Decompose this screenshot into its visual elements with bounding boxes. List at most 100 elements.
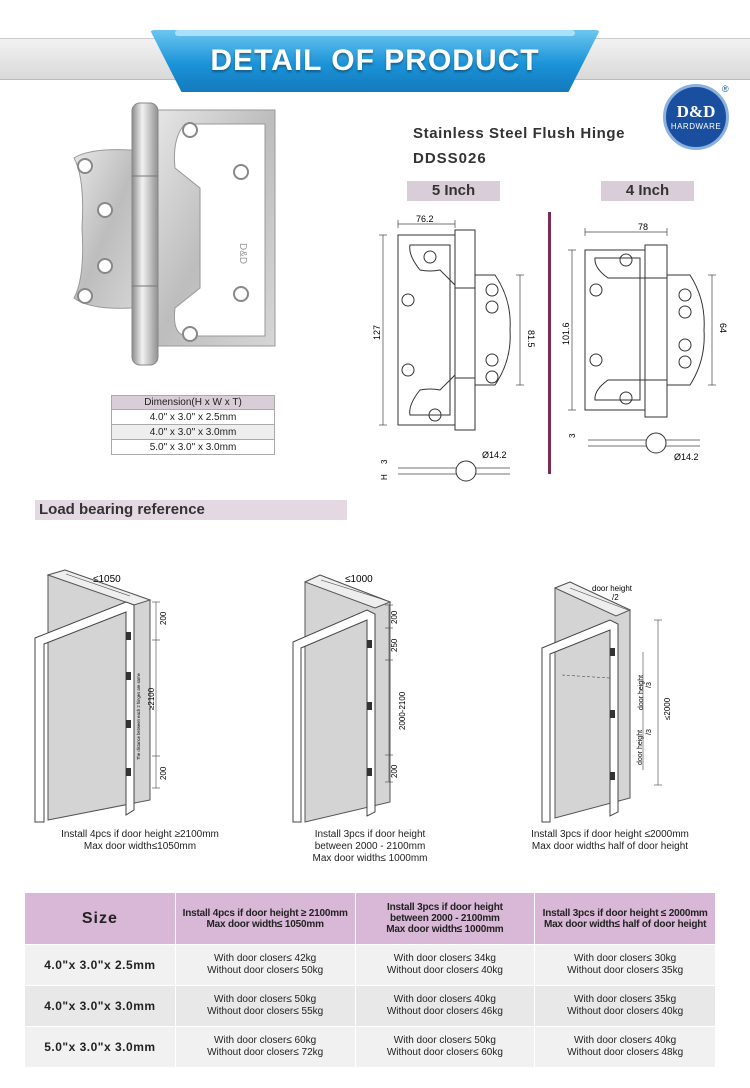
door2-caption-line: Max door width≤ 1000mm — [312, 853, 428, 864]
table-row: 4.0"x 3.0"x 3.0mm With door closer≤ 50kg… — [24, 985, 716, 1027]
door1-dim-top: 200 — [159, 611, 168, 625]
door2-width: ≤1000 — [345, 574, 373, 585]
header-line: Max door width≤ 1000mm — [386, 924, 504, 935]
without-closer: Without door closer≤ 55kg — [207, 1006, 324, 1017]
drawing-5-inch: 76.2 127 81.5 3 H Ø14.2 — [372, 214, 536, 482]
logo-subtext: HARDWARE — [670, 122, 722, 131]
without-closer: Without door closer≤ 48kg — [567, 1047, 684, 1058]
door3-width-top: door height — [592, 584, 633, 593]
door2-dim-a: 200 — [390, 610, 399, 624]
size-cell: 4.0"x 3.0"x 2.5mm — [24, 944, 176, 986]
door3-caption: Install 3pcs if door height ≤2000mm Max … — [510, 829, 710, 853]
door1-caption-line: Install 4pcs if door height ≥2100mm — [61, 829, 219, 840]
table-row: 5.0"x 3.0"x 3.0mm With door closer≤ 60kg… — [24, 1026, 716, 1068]
door-diagram-3: door height /2 door height /3 door heigh… — [541, 581, 672, 823]
dimension-row: 4.0" x 3.0" x 3.0mm — [111, 424, 275, 440]
hinge-inner-leaf — [73, 149, 143, 309]
size-cell: 5.0"x 3.0"x 3.0mm — [24, 1026, 176, 1068]
door3-caption-line: Install 3pcs if door height ≤2000mm — [531, 829, 689, 840]
logo-text: D&D — [676, 102, 716, 121]
door3-width-bottom: /2 — [612, 593, 619, 602]
dim-4-thickness: 3 — [568, 433, 577, 438]
hinge-brand-mark: D&D — [237, 243, 248, 264]
dim-5-height: 127 — [372, 325, 382, 340]
load-table-header: Install 3pcs if door height between 2000… — [354, 892, 536, 945]
load-table-header-size: Size — [24, 892, 176, 945]
with-closer: With door closer≤ 40kg — [393, 994, 496, 1005]
door3-dim-a-frac: /3 — [646, 682, 653, 688]
door3-dim-b: door height — [637, 730, 644, 765]
dimension-row: 5.0" x 3.0" x 3.0mm — [111, 439, 275, 455]
dimension-table-header: Dimension(H x W x T) — [111, 395, 275, 410]
load-table-header: Install 4pcs if door height ≥ 2100mm Max… — [174, 892, 356, 945]
without-closer: Without door closer≤ 35kg — [567, 965, 684, 976]
with-closer: With door closer≤ 50kg — [393, 1035, 496, 1046]
hinge-outer-leaf — [154, 109, 276, 347]
door1-dim-mid: ≥2100 — [147, 687, 156, 710]
without-closer: Without door closer≤ 40kg — [567, 1006, 684, 1017]
dim-4-width: 78 — [638, 222, 648, 232]
load-table: Size Install 4pcs if door height ≥ 2100m… — [24, 892, 716, 1068]
without-closer: Without door closer≤ 40kg — [386, 965, 503, 976]
dim-5-h-label: H — [380, 474, 389, 480]
door1-note: The distance between each 2 hinges are s… — [136, 672, 141, 760]
hinge-barrel — [131, 102, 159, 366]
drawing-divider — [548, 212, 551, 474]
dim-5-thickness: 3 — [380, 459, 389, 464]
door2-caption-line: Install 3pcs if door height — [314, 829, 426, 840]
with-closer: With door closer≤ 42kg — [214, 953, 317, 964]
door-diagram-2: ≤1000 200 250 2000-2100 200 — [292, 574, 407, 823]
door1-width: ≤1050 — [93, 574, 121, 585]
size-cell: 4.0"x 3.0"x 3.0mm — [24, 985, 176, 1027]
dim-5-knuckle: Ø14.2 — [482, 450, 507, 460]
brand-logo: D&D HARDWARE — [663, 84, 729, 150]
dimension-table: Dimension(H x W x T) 4.0" x 3.0" x 2.5mm… — [111, 395, 275, 455]
with-closer: With door closer≤ 60kg — [214, 1035, 317, 1046]
door2-caption: Install 3pcs if door height between 2000… — [260, 829, 480, 865]
header-line: Install 3pcs if door height — [387, 902, 503, 913]
door3-dim-total: ≤2000 — [663, 697, 672, 720]
without-closer: Without door closer≤ 72kg — [207, 1047, 324, 1058]
page-title: DETAIL OF PRODUCT — [210, 44, 540, 77]
size-tag-5-inch: 5 Inch — [407, 181, 500, 201]
product-code: DDSS026 — [413, 150, 487, 167]
product-name: Stainless Steel Flush Hinge — [413, 125, 626, 142]
dimension-row: 4.0" x 3.0" x 2.5mm — [111, 409, 275, 425]
with-closer: With door closer≤ 50kg — [214, 994, 317, 1005]
title-tab-shine — [175, 30, 575, 36]
door3-dim-a: door height — [638, 675, 645, 710]
header-line: Max door width≤ 1050mm — [206, 918, 324, 930]
hinge-photo: D&D — [73, 102, 276, 366]
dim-4-height: 101.6 — [561, 322, 571, 345]
door2-dim-b: 250 — [390, 638, 399, 652]
door1-caption-line: Max door width≤1050mm — [83, 841, 197, 852]
with-closer: With door closer≤ 40kg — [574, 1035, 677, 1046]
with-closer: With door closer≤ 34kg — [393, 953, 496, 964]
door3-dim-b-frac: /3 — [646, 729, 653, 735]
door1-caption: Install 4pcs if door height ≥2100mm Max … — [20, 829, 260, 853]
with-closer: With door closer≤ 30kg — [574, 953, 677, 964]
dim-4-leaf: 64 — [718, 323, 728, 333]
door-diagram-1: ≤1050 200 ≥2100 200 The distance between… — [34, 569, 168, 823]
dim-4-knuckle: Ø14.2 — [674, 452, 699, 462]
load-table-header: Install 3pcs if door height ≤ 2000mm Max… — [534, 892, 716, 945]
table-row: 4.0"x 3.0"x 2.5mm With door closer≤ 42kg… — [24, 944, 716, 986]
dim-5-width: 76.2 — [416, 214, 434, 224]
header-line: Max door width≤ half of door height — [543, 918, 707, 930]
door3-caption-line: Max door width≤ half of door height — [531, 841, 689, 852]
without-closer: Without door closer≤ 60kg — [386, 1047, 503, 1058]
door2-dim-d: 200 — [390, 764, 399, 778]
size-tag-4-inch: 4 Inch — [601, 181, 694, 201]
door1-dim-bottom: 200 — [159, 766, 168, 780]
dim-5-leaf: 81.5 — [526, 330, 536, 348]
door2-caption-line: between 2000 - 2100mm — [314, 841, 426, 852]
